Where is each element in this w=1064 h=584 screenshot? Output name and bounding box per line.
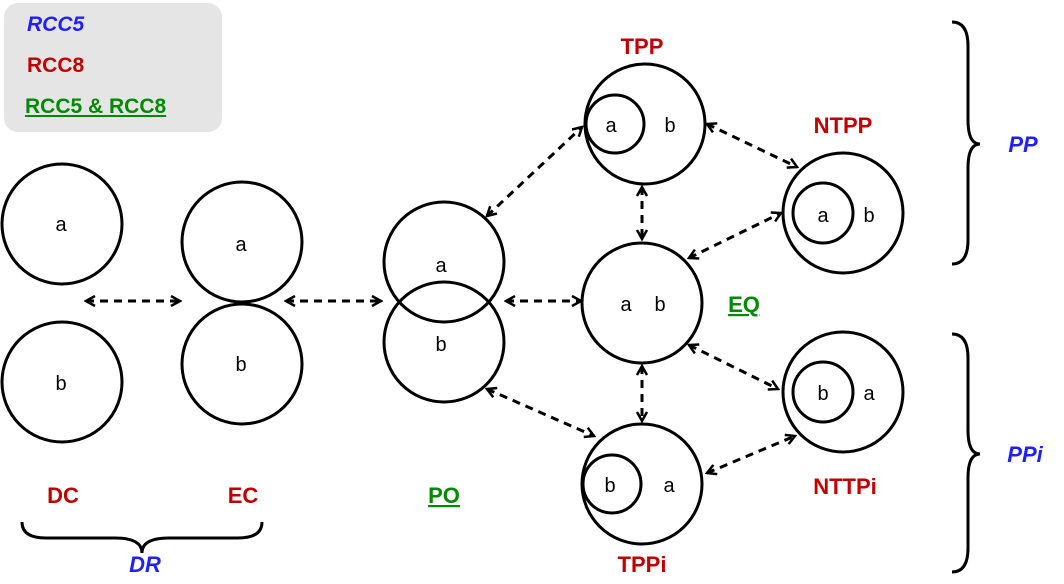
arrow-eq-nttpi xyxy=(689,345,778,389)
label-tpp: TPP xyxy=(621,34,664,59)
dc-letter-b: b xyxy=(55,373,66,395)
legend-rcc8: RCC8 xyxy=(27,54,85,77)
arrow-eq-ntpp xyxy=(689,213,781,258)
tpp-letter-a: a xyxy=(605,115,617,137)
dc-configuration: a b xyxy=(0,162,124,444)
label-ec: EC xyxy=(228,483,259,508)
tpp-letter-b: b xyxy=(664,115,675,137)
po-letter-a: a xyxy=(435,255,447,277)
ec-circle-a xyxy=(180,180,304,304)
po-circle-a xyxy=(382,200,506,324)
eq-letter-a: a xyxy=(620,294,632,316)
nttpi-letter-a: a xyxy=(863,383,875,405)
tppi-letter-a: a xyxy=(663,475,675,497)
ec-configuration: a b xyxy=(180,180,304,426)
dc-letter-a: a xyxy=(55,214,67,236)
ntpp-circle-a xyxy=(791,181,855,245)
legend-box xyxy=(4,3,222,132)
ec-letter-b: b xyxy=(235,354,246,376)
nttpi-letter-b: b xyxy=(817,383,828,405)
ntpp-letter-b: b xyxy=(863,205,874,227)
ec-letter-a: a xyxy=(235,234,247,256)
label-dc: DC xyxy=(47,483,79,508)
label-po: PO xyxy=(428,483,460,508)
brace-pp xyxy=(951,20,981,266)
dc-circle-a xyxy=(0,162,124,286)
eq-configuration: a b xyxy=(580,241,704,365)
ntpp-circle-b xyxy=(781,151,905,275)
dc-circle-b xyxy=(0,320,124,444)
legend-rcc5: RCC5 xyxy=(27,13,85,36)
arrow-tppi-nttpi xyxy=(707,436,795,473)
arrow-po-tpp xyxy=(487,127,582,216)
arrow-tpp-ntpp xyxy=(707,124,797,167)
label-ntpp: NTPP xyxy=(814,113,873,138)
legend-rcc5-and-rcc8: RCC5 & RCC8 xyxy=(25,95,167,118)
nttpi-configuration: b a xyxy=(781,330,905,454)
eq-letter-b: b xyxy=(654,294,665,316)
arrow-po-tppi xyxy=(487,389,594,436)
brace-ppi xyxy=(951,332,981,574)
label-nttpi: NTTPi xyxy=(813,474,877,499)
po-configuration: a b xyxy=(382,200,506,404)
ntpp-letter-a: a xyxy=(817,205,829,227)
label-eq: EQ xyxy=(728,292,760,317)
transition-arrows xyxy=(86,124,797,473)
nttpi-circle-a xyxy=(781,330,905,454)
tppi-letter-b: b xyxy=(604,475,615,497)
label-dr: DR xyxy=(129,552,161,577)
tpp-configuration: a b xyxy=(583,62,707,186)
label-ppi: PPi xyxy=(1007,442,1043,467)
tppi-circle-b xyxy=(581,453,643,515)
ntpp-configuration: a b xyxy=(781,151,905,275)
label-tppi: TPPi xyxy=(618,552,667,577)
po-letter-b: b xyxy=(435,334,446,356)
eq-circle-ab xyxy=(580,241,704,365)
po-circle-b xyxy=(382,280,506,404)
brace-dr xyxy=(20,521,264,554)
tpp-circle-a xyxy=(584,93,646,155)
ec-circle-b xyxy=(180,302,304,426)
tppi-configuration: b a xyxy=(580,422,704,546)
nttpi-circle-b xyxy=(791,360,855,424)
label-pp: PP xyxy=(1008,132,1038,157)
